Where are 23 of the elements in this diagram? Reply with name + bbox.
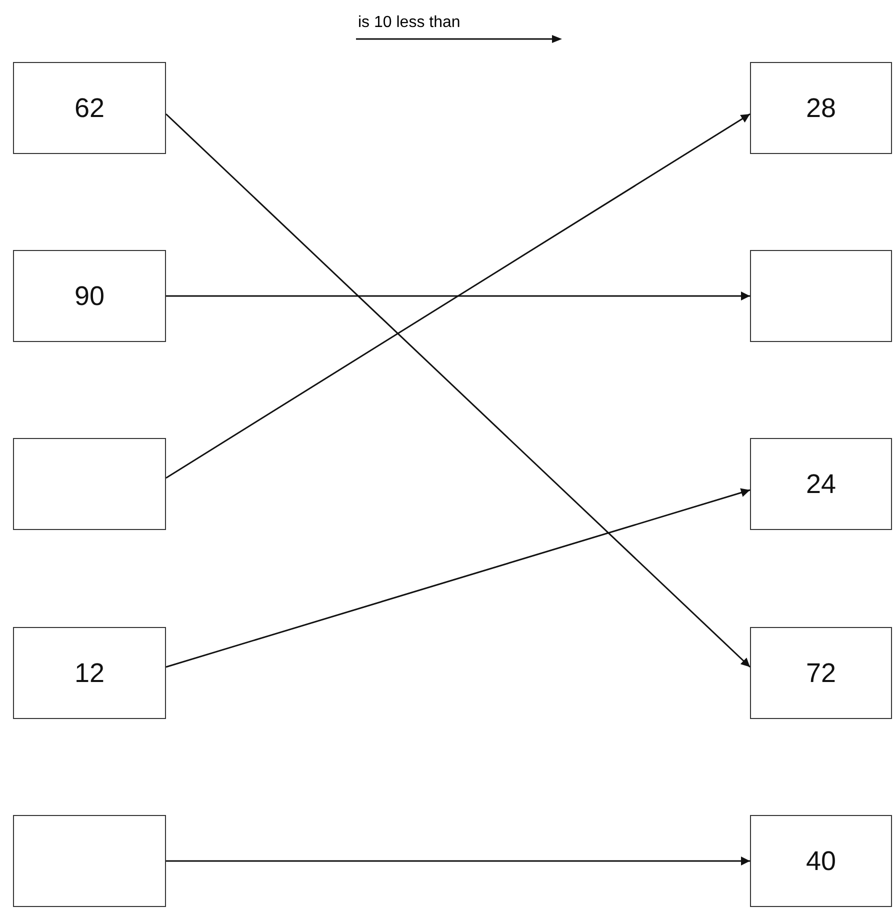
number-text: 72 — [806, 658, 836, 688]
empty-answer-box — [750, 250, 892, 342]
number-box — [13, 627, 166, 719]
number-box — [750, 627, 892, 719]
arrow — [166, 856, 750, 866]
number-text: 28 — [806, 92, 836, 124]
number-box — [13, 62, 166, 154]
number-box — [13, 250, 166, 342]
empty-answer-box — [13, 815, 166, 907]
arrow — [166, 113, 750, 479]
empty-answer-box — [13, 438, 166, 530]
number-box — [750, 62, 892, 154]
arrow — [166, 488, 750, 668]
arrow — [165, 113, 751, 668]
number-text: 24 — [806, 468, 836, 500]
number-text: 12 — [74, 658, 105, 688]
arrow — [166, 292, 750, 300]
number-text: 62 — [74, 92, 105, 124]
number-text: 40 — [806, 846, 836, 876]
relation-label: is 10 less than — [358, 14, 460, 32]
number-box — [750, 438, 892, 530]
number-box — [750, 815, 892, 907]
number-text: 90 — [74, 280, 105, 312]
